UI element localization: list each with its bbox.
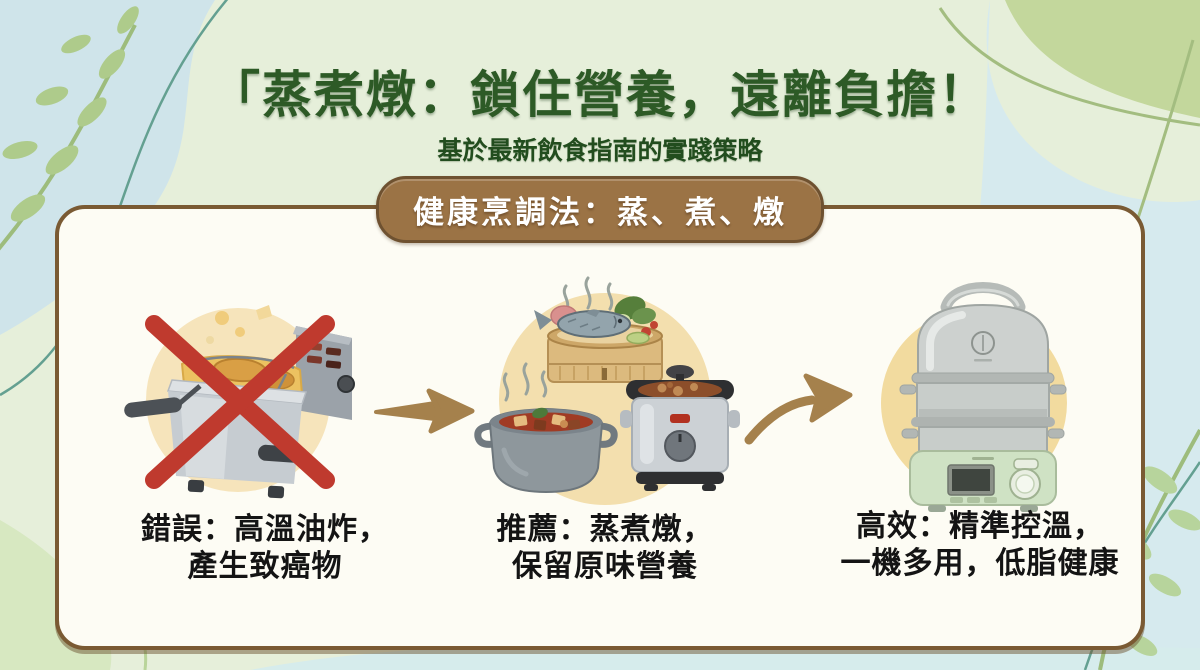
caption-steam-boil-stew: 推薦：蒸煮燉， 保留原味營養 <box>460 511 750 585</box>
curved-right-arrow-icon <box>744 362 862 458</box>
caption-fried-line1: 錯誤：高溫油炸， <box>141 513 389 546</box>
caption-steam-line2: 保留原味營養 <box>512 550 698 583</box>
page-title: 「蒸煮燉：鎖住營養，遠離負擔！ <box>210 67 990 123</box>
leaf-branch-top-left-icon <box>0 6 139 251</box>
caption-fried-line2: 產生致癌物 <box>187 550 343 583</box>
caption-electric-steamer: 高效：精準控溫， 一機多用，低脂健康 <box>800 508 1160 582</box>
caption-electric-line1: 高效：精準控溫， <box>856 510 1104 543</box>
steam-wisps-icon <box>502 276 614 402</box>
deep-fryer-crossed-out-icon <box>110 288 370 508</box>
page-subtitle: 基於最新飲食指南的實踐策略 <box>437 137 763 165</box>
method-badge: 健康烹調法：蒸、煮、燉 <box>376 176 824 243</box>
caption-electric-line2: 一機多用，低脂健康 <box>840 547 1120 580</box>
caption-fried: 錯誤：高溫油炸， 產生致癌物 <box>85 511 445 585</box>
caption-steam-line1: 推薦：蒸煮燉， <box>496 513 714 546</box>
red-cross-icon <box>145 315 335 489</box>
right-arrow-icon <box>373 385 475 435</box>
electric-steamer-icon <box>862 263 1107 513</box>
bamboo-steamer-pot-slow-cooker-icon <box>448 272 758 512</box>
